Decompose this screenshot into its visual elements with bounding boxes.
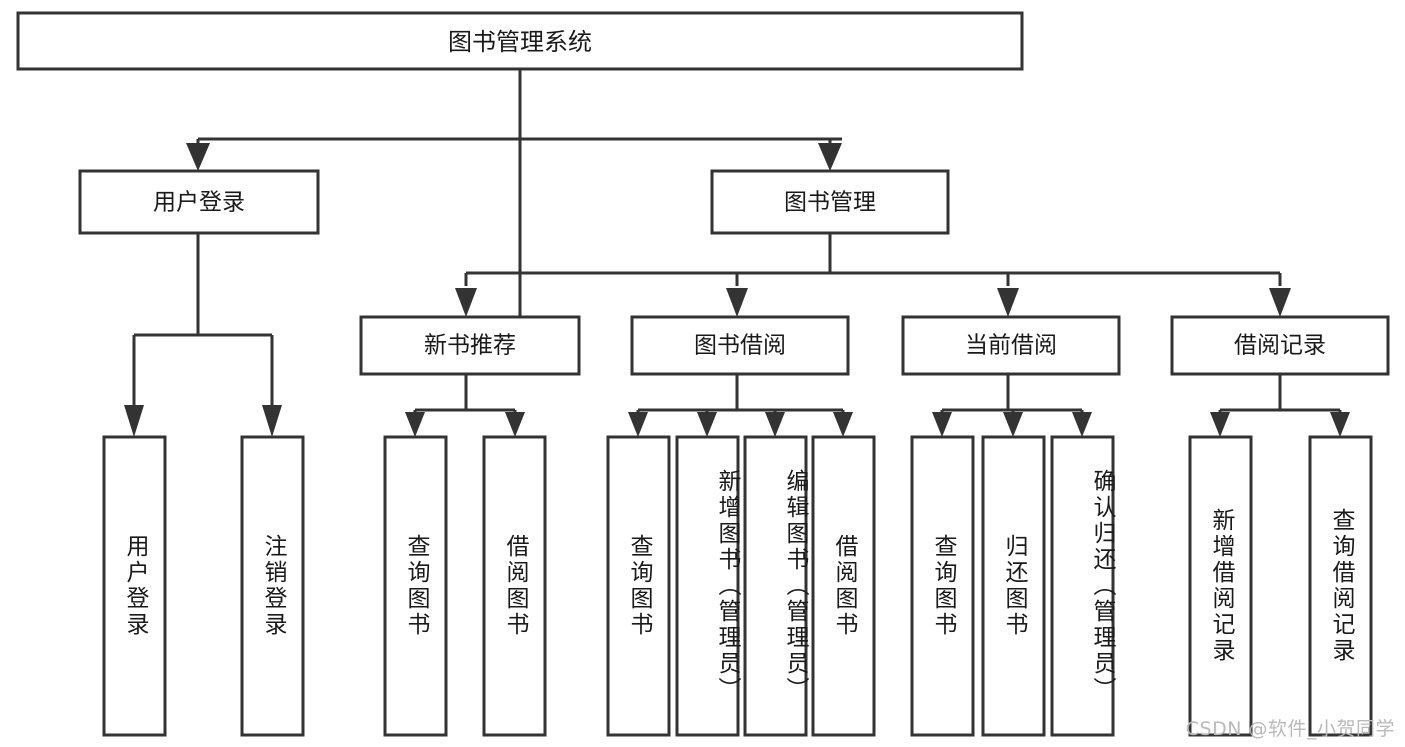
connector-currentborrow-to-leaves	[932, 374, 1092, 437]
arrowhead-new-book-recommend-icon	[455, 288, 477, 317]
node-book-management-box	[710, 169, 950, 235]
arrowhead-leaf-confirm-return-icon	[1072, 412, 1092, 437]
leaf-return-book-box[interactable]	[981, 435, 1046, 737]
arrowhead-leaf-return-book-icon	[1003, 412, 1023, 437]
leaf-borrow-book-box[interactable]	[811, 435, 876, 737]
leaf-query-book-current-box[interactable]	[910, 435, 975, 737]
node-book-borrow-label: 图书借阅	[694, 333, 786, 359]
arrowhead-leaf-borrow-book-icon	[833, 412, 853, 437]
node-user-login-label: 用户登录	[153, 190, 245, 216]
arrowhead-leaf-add-book-icon	[697, 412, 717, 437]
node-book-management-label: 图书管理	[784, 190, 876, 216]
node-root-box	[16, 11, 1024, 71]
node-current-borrow[interactable]: 当前借阅	[901, 315, 1121, 376]
arrowhead-leaf-query-book-borrow-icon	[628, 412, 648, 437]
leaf-logout-box[interactable]	[240, 435, 305, 737]
node-root[interactable]: 图书管理系统	[16, 11, 1024, 71]
leaf-add-record-box[interactable]	[1188, 435, 1253, 737]
arrowhead-leaf-add-record-icon	[1210, 412, 1230, 437]
node-new-book-recommend-box	[359, 315, 581, 376]
node-new-book-recommend-label: 新书推荐	[424, 333, 516, 359]
arrowhead-leaf-query-record-icon	[1330, 412, 1350, 437]
arrowhead-user-login-icon	[186, 143, 210, 171]
leaf-user-login-box[interactable]	[102, 435, 167, 737]
node-root-label: 图书管理系统	[448, 28, 592, 56]
node-book-borrow[interactable]: 图书借阅	[630, 315, 850, 376]
arrowhead-book-borrow-icon	[726, 288, 748, 317]
arrowhead-leaf-borrow-book-new-icon	[505, 412, 525, 437]
node-borrow-record[interactable]: 借阅记录	[1170, 315, 1390, 376]
node-book-management[interactable]: 图书管理	[710, 169, 950, 235]
arrowhead-leaf-user-login-icon	[124, 405, 144, 437]
node-book-borrow-box	[630, 315, 850, 376]
leaf-boxes-group	[102, 435, 1373, 737]
arrowhead-leaf-query-book-new-icon	[405, 412, 425, 437]
arrowhead-borrow-record-icon	[1269, 288, 1291, 317]
connector-userlogin-to-leaves	[124, 233, 282, 437]
connector-newbook-to-leaves	[405, 374, 525, 437]
leaf-edit-book-box[interactable]	[743, 435, 808, 737]
node-user-login[interactable]: 用户登录	[78, 169, 320, 235]
node-user-login-box	[78, 169, 320, 235]
arrowhead-leaf-query-book-current-icon	[932, 412, 952, 437]
node-new-book-recommend[interactable]: 新书推荐	[359, 315, 581, 376]
arrowhead-leaf-logout-icon	[262, 405, 282, 437]
arrowhead-current-borrow-icon	[997, 288, 1019, 317]
leaf-add-book-box[interactable]	[675, 435, 740, 737]
connector-bookmgmt-to-level2	[455, 233, 1291, 317]
arrowhead-book-management-icon	[818, 143, 842, 171]
leaf-borrow-book-new-box[interactable]	[482, 435, 547, 737]
node-current-borrow-label: 当前借阅	[965, 333, 1057, 359]
node-borrow-record-box	[1170, 315, 1390, 376]
connector-root-to-level1	[186, 69, 842, 326]
leaf-query-book-borrow-box[interactable]	[606, 435, 671, 737]
connector-bookborrow-to-leaves	[628, 374, 853, 437]
connector-borrowrecord-to-leaves	[1210, 374, 1350, 437]
arrowhead-leaf-edit-book-icon	[765, 412, 785, 437]
csdn-watermark: CSDN @软件_小贺同学	[1185, 718, 1395, 740]
leaf-confirm-return-box[interactable]	[1050, 435, 1115, 737]
node-current-borrow-box	[901, 315, 1121, 376]
leaf-query-record-box[interactable]	[1308, 435, 1373, 737]
leaf-query-book-new-box[interactable]	[383, 435, 448, 737]
node-borrow-record-label: 借阅记录	[1234, 333, 1326, 359]
